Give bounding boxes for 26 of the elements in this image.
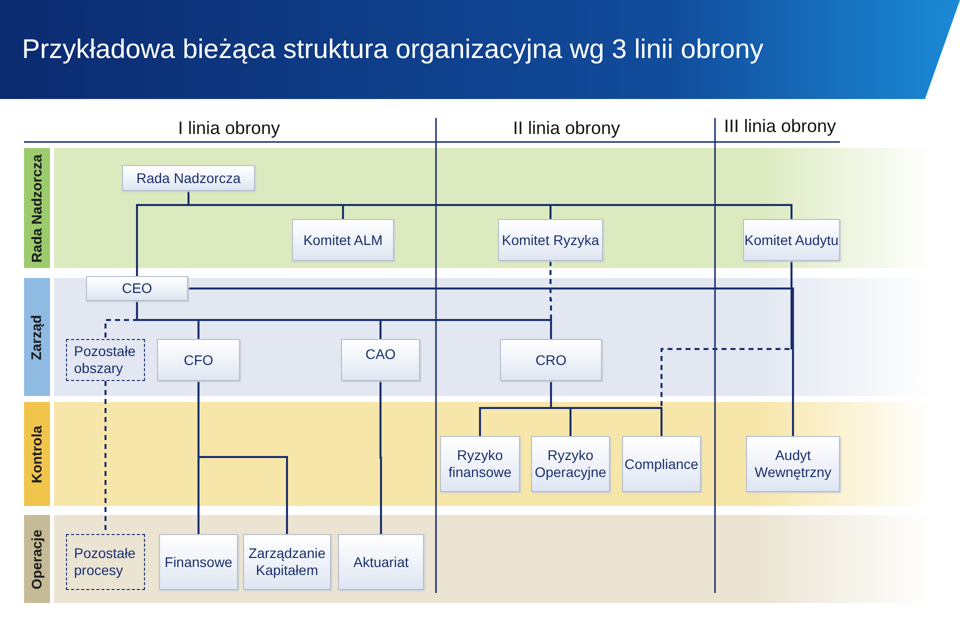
org-box: Compliance xyxy=(622,436,701,492)
org-box: Ryzyko Operacyjne xyxy=(531,436,610,492)
org-box: Komitet ALM xyxy=(292,219,394,261)
org-box: CAO xyxy=(341,339,420,381)
dashed-box: Pozostałe obszary xyxy=(66,339,145,381)
org-box: CFO xyxy=(157,339,240,381)
lane-header: Kontrola xyxy=(24,402,50,506)
org-box: Finansowe xyxy=(159,534,238,590)
title: Przykładowa bieżąca struktura organizacyjna wg 3 linii obrony xyxy=(22,34,764,65)
org-box: CEO xyxy=(86,276,188,301)
org-box: Audyt Wewnętrzny xyxy=(746,436,840,492)
org-box: Zarządzanie Kapitałem xyxy=(243,534,331,590)
lane-header: Rada Nadzorcza xyxy=(24,148,50,268)
org-box: Ryzyko finansowe xyxy=(440,436,520,492)
column-header: III linia obrony xyxy=(724,116,836,137)
column-header: II linia obrony xyxy=(513,118,620,139)
org-box: Rada Nadzorcza xyxy=(122,165,255,191)
org-box: Aktuariat xyxy=(338,534,424,590)
lane-header: Operacje xyxy=(24,515,50,603)
lane-header: Zarząd xyxy=(24,278,50,396)
org-box: Komitet Audytu xyxy=(743,219,840,261)
dashed-box: Pozostałe procesy xyxy=(66,534,145,590)
column-header: I linia obrony xyxy=(178,118,280,139)
org-box: CRO xyxy=(500,339,602,381)
connector-line xyxy=(380,381,382,534)
org-box: Komitet Ryzyka xyxy=(498,219,603,261)
